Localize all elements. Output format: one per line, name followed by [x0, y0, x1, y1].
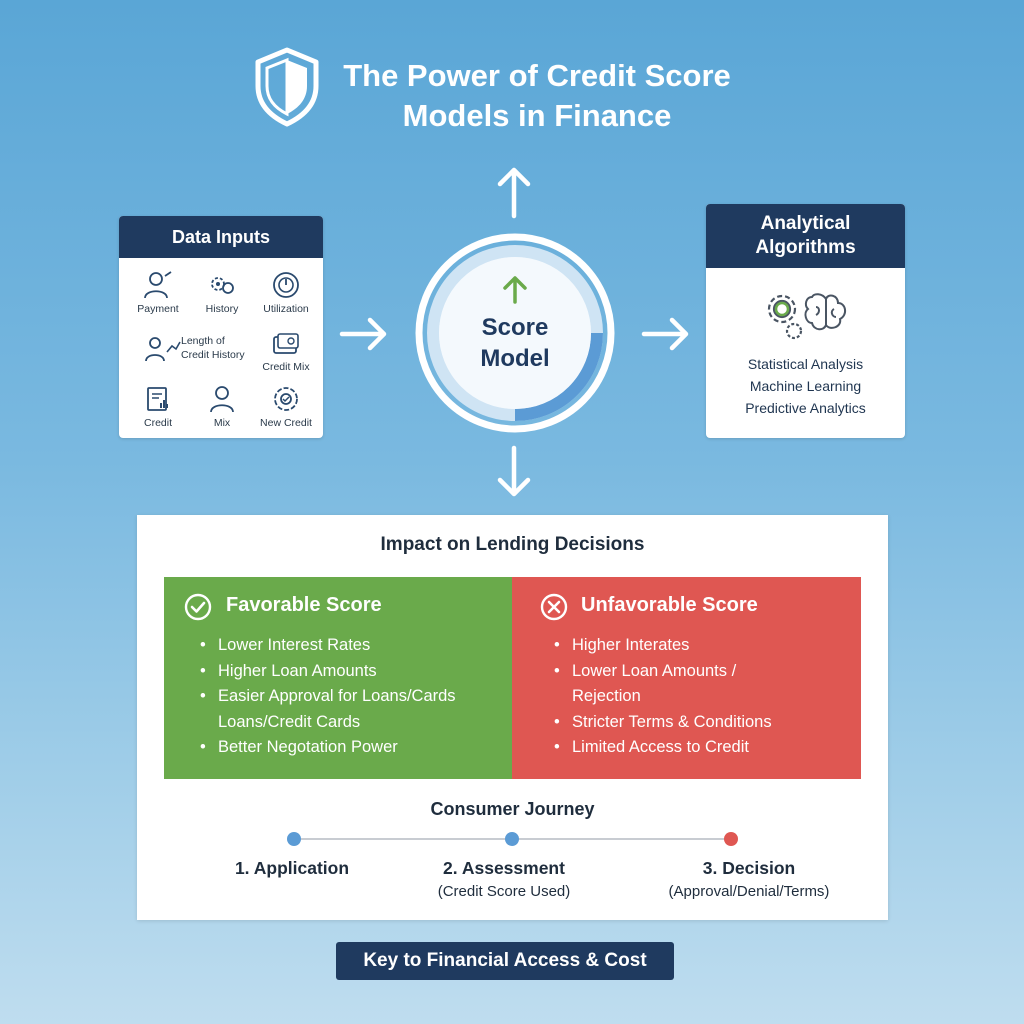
step-subtitle: (Approval/Denial/Terms): [668, 883, 830, 900]
score-model-label: Score Model: [440, 312, 590, 374]
input-length-icon-wrap: [141, 334, 185, 367]
gear-brain-icon: [760, 285, 852, 350]
input-label: Credit: [143, 417, 172, 429]
unfavorable-item: Lower Loan Amounts / Rejection: [550, 659, 850, 710]
unfavorable-list: Higher Interates Lower Loan Amounts / Re…: [550, 633, 850, 761]
step-dot: [724, 832, 738, 846]
favorable-list: Lower Interest Rates Higher Loan Amounts…: [196, 633, 496, 761]
favorable-item: Higher Loan Amounts: [196, 659, 496, 685]
journey-title: Consumer Journey: [430, 799, 595, 819]
user-icon: [210, 386, 234, 413]
step-dot: [287, 832, 301, 846]
arrow-up-icon: [496, 164, 532, 220]
input-utilization: Utilization: [253, 270, 319, 315]
input-label: New Credit: [260, 417, 312, 429]
step-title: 1. Application: [234, 858, 350, 878]
title-line-2: Models in Finance: [402, 98, 672, 133]
unfavorable-item: Limited Access to Credit: [550, 735, 850, 761]
person-icon: [144, 271, 172, 299]
title-line-1: The Power of Credit Score: [343, 58, 731, 93]
score-model-circle: [414, 232, 616, 434]
arrow-up-icon: [503, 276, 527, 304]
footer-banner: Key to Financial Access & Cost: [336, 942, 674, 980]
algorithms-card: Analytical Algorithms: [706, 204, 905, 438]
input-credit: Credit: [127, 384, 189, 429]
favorable-item: Easier Approval for Loans/Cards Loans/Cr…: [196, 684, 496, 735]
check-circle-icon: [184, 593, 212, 626]
algorithms-header: Analytical Algorithms: [706, 204, 905, 268]
input-label: Length of Credit History: [181, 335, 245, 361]
input-credit-mix: Credit Mix: [253, 332, 319, 373]
x-circle-icon: [540, 593, 568, 626]
input-label: Payment: [137, 303, 179, 315]
algorithms-header-line-2: Algorithms: [755, 237, 856, 258]
algorithm-line: Machine Learning: [749, 378, 862, 394]
algorithm-line: Predictive Analytics: [745, 400, 866, 416]
step-subtitle: (Credit Score Used): [437, 883, 571, 900]
input-label: History: [205, 303, 239, 315]
arrow-right-icon: [338, 316, 390, 352]
favorable-item: Lower Interest Rates: [196, 633, 496, 659]
person-chart-icon: [145, 337, 181, 362]
cards-icon: [273, 333, 299, 354]
unfavorable-item: Stricter Terms & Conditions: [550, 710, 850, 736]
gauge-icon: [273, 272, 299, 298]
score-line-2: Model: [480, 345, 550, 372]
data-inputs-card: Data Inputs Payment History Utilization …: [119, 216, 323, 438]
step-title: 2. Assessment: [443, 858, 565, 878]
input-label: Utilization: [263, 303, 309, 315]
input-mix: Mix: [191, 384, 253, 429]
page-title: The Power of Credit Score Models in Fina…: [322, 56, 752, 136]
score-line-1: Score: [481, 314, 549, 341]
favorable-title: Favorable Score: [226, 594, 382, 616]
input-new-credit: New Credit: [253, 384, 319, 429]
impact-title: Impact on Lending Decisions: [380, 534, 645, 555]
gears-icon: [211, 277, 234, 294]
input-payment: Payment: [127, 270, 189, 315]
data-inputs-header: Data Inputs: [119, 216, 323, 258]
step-title: 3. Decision: [702, 858, 796, 878]
input-label: Mix: [213, 417, 231, 429]
refresh-gear-icon: [274, 387, 298, 411]
document-chart-icon: [147, 387, 168, 411]
input-history: History: [191, 270, 253, 315]
unfavorable-item: Higher Interates: [550, 633, 850, 659]
step-dot: [505, 832, 519, 846]
algorithms-header-line-1: Analytical: [760, 213, 851, 234]
algorithm-line: Statistical Analysis: [747, 356, 864, 372]
shield-icon: [252, 46, 322, 128]
unfavorable-title: Unfavorable Score: [581, 594, 758, 616]
arrow-right-icon: [640, 316, 692, 352]
favorable-item: Better Negotation Power: [196, 735, 496, 761]
arrow-down-icon: [496, 444, 532, 500]
input-label: Credit Mix: [262, 361, 310, 373]
